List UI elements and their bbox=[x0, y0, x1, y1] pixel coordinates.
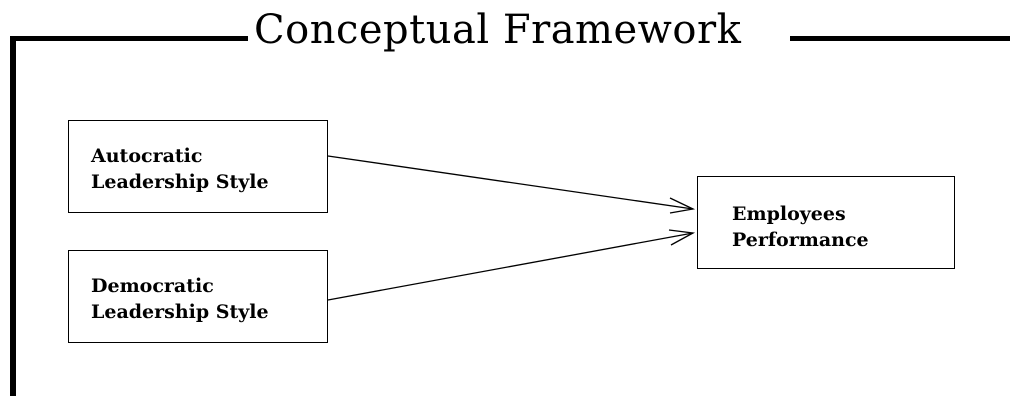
frame-top-left-line bbox=[10, 36, 248, 41]
edge-democratic-arrowhead bbox=[668, 229, 696, 246]
edge-democratic-line bbox=[327, 232, 694, 301]
node-autocratic-leadership-style: Autocratic Leadership Style bbox=[68, 120, 328, 213]
node-autocratic-line2: Leadership Style bbox=[91, 171, 269, 193]
edge-autocratic-arrowhead bbox=[669, 197, 696, 214]
frame-left-line bbox=[10, 36, 16, 396]
edge-autocratic-to-employees bbox=[327, 155, 696, 214]
diagram-title: Conceptual Framework bbox=[254, 7, 742, 53]
node-democratic-leadership-style: Democratic Leadership Style bbox=[68, 250, 328, 343]
frame-top-right-line bbox=[790, 36, 1010, 41]
node-autocratic-line1: Autocratic bbox=[91, 145, 203, 167]
edge-autocratic-line bbox=[327, 155, 694, 210]
node-democratic-line2: Leadership Style bbox=[91, 301, 269, 323]
node-democratic-line1: Democratic bbox=[91, 275, 214, 297]
node-employees-performance: Employees Performance bbox=[697, 176, 955, 269]
edge-democratic-to-employees bbox=[327, 229, 696, 301]
node-employees-line1: Employees bbox=[732, 203, 846, 225]
node-employees-line2: Performance bbox=[732, 229, 869, 251]
